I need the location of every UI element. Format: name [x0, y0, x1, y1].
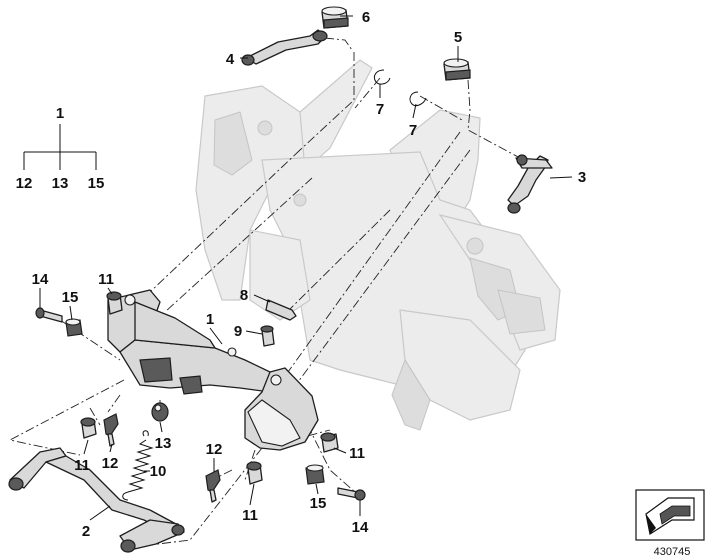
- bushing-6: [321, 6, 349, 29]
- callout-8: 8: [240, 287, 248, 304]
- callout-14-left: 14: [32, 271, 49, 288]
- callout-2: 2: [82, 523, 90, 540]
- screw-11-low-left: [80, 417, 97, 439]
- callout-5: 5: [454, 29, 462, 46]
- callout-labels: 1 12 13 15 6 4 5 7 7 3 14 11 15 1 8 9 11…: [16, 9, 587, 540]
- screw-11-top: [106, 291, 123, 315]
- callout-9: 9: [234, 323, 242, 340]
- callout-10: 10: [150, 463, 167, 480]
- callout-13-group: 13: [52, 175, 69, 192]
- callout-11-bottom: 11: [242, 507, 258, 524]
- spring-clip-8: [265, 299, 297, 321]
- handle-4: [241, 29, 328, 66]
- spring-10: [122, 430, 154, 501]
- callout-15-left: 15: [62, 289, 79, 306]
- callout-11-top: 11: [98, 271, 114, 288]
- bolt-14-left: [35, 307, 63, 323]
- callout-1-group: 1: [56, 105, 64, 122]
- callout-13-low: 13: [155, 435, 172, 452]
- rivet-12-mid: [205, 469, 221, 503]
- callout-11-right: 11: [349, 445, 365, 462]
- callout-12-low-left: 12: [102, 455, 119, 472]
- foot-bar-2: [8, 447, 185, 553]
- callout-12-low-mid: 12: [206, 441, 223, 458]
- bushing-5: [443, 58, 471, 81]
- callout-6: 6: [362, 9, 370, 26]
- screw-9: [260, 325, 275, 347]
- leader-lines: [39, 15, 573, 521]
- callout-7-right: 7: [409, 122, 417, 139]
- callout-12-group: 12: [16, 175, 33, 192]
- spacer-15-left: [65, 318, 83, 337]
- handle-3: [507, 154, 553, 214]
- tool-symbol-icon: [645, 497, 695, 535]
- group-bracket-1: [23, 124, 97, 170]
- background-frame-ghost: [195, 59, 561, 431]
- clip-7-left: [373, 69, 391, 85]
- callout-14-bottom: 14: [352, 519, 369, 536]
- reference-box: 430745: [635, 489, 705, 558]
- callout-7-left: 7: [376, 101, 384, 118]
- bolt-14-bottom: [337, 487, 366, 501]
- callout-1-bracket: 1: [206, 311, 214, 328]
- callout-4: 4: [226, 51, 235, 68]
- spacer-15-bottom: [305, 464, 325, 485]
- rivet-12-left: [103, 413, 119, 447]
- screw-11-bottom: [246, 461, 263, 485]
- buffer-13: [151, 402, 169, 422]
- screw-11-right: [320, 432, 339, 453]
- callout-15-bottom: 15: [310, 495, 327, 512]
- callout-15-group: 15: [88, 175, 105, 192]
- reference-number: 430745: [654, 546, 691, 558]
- callout-11-low-left: 11: [74, 457, 90, 474]
- callout-3: 3: [578, 169, 586, 186]
- clip-7-right: [409, 91, 427, 107]
